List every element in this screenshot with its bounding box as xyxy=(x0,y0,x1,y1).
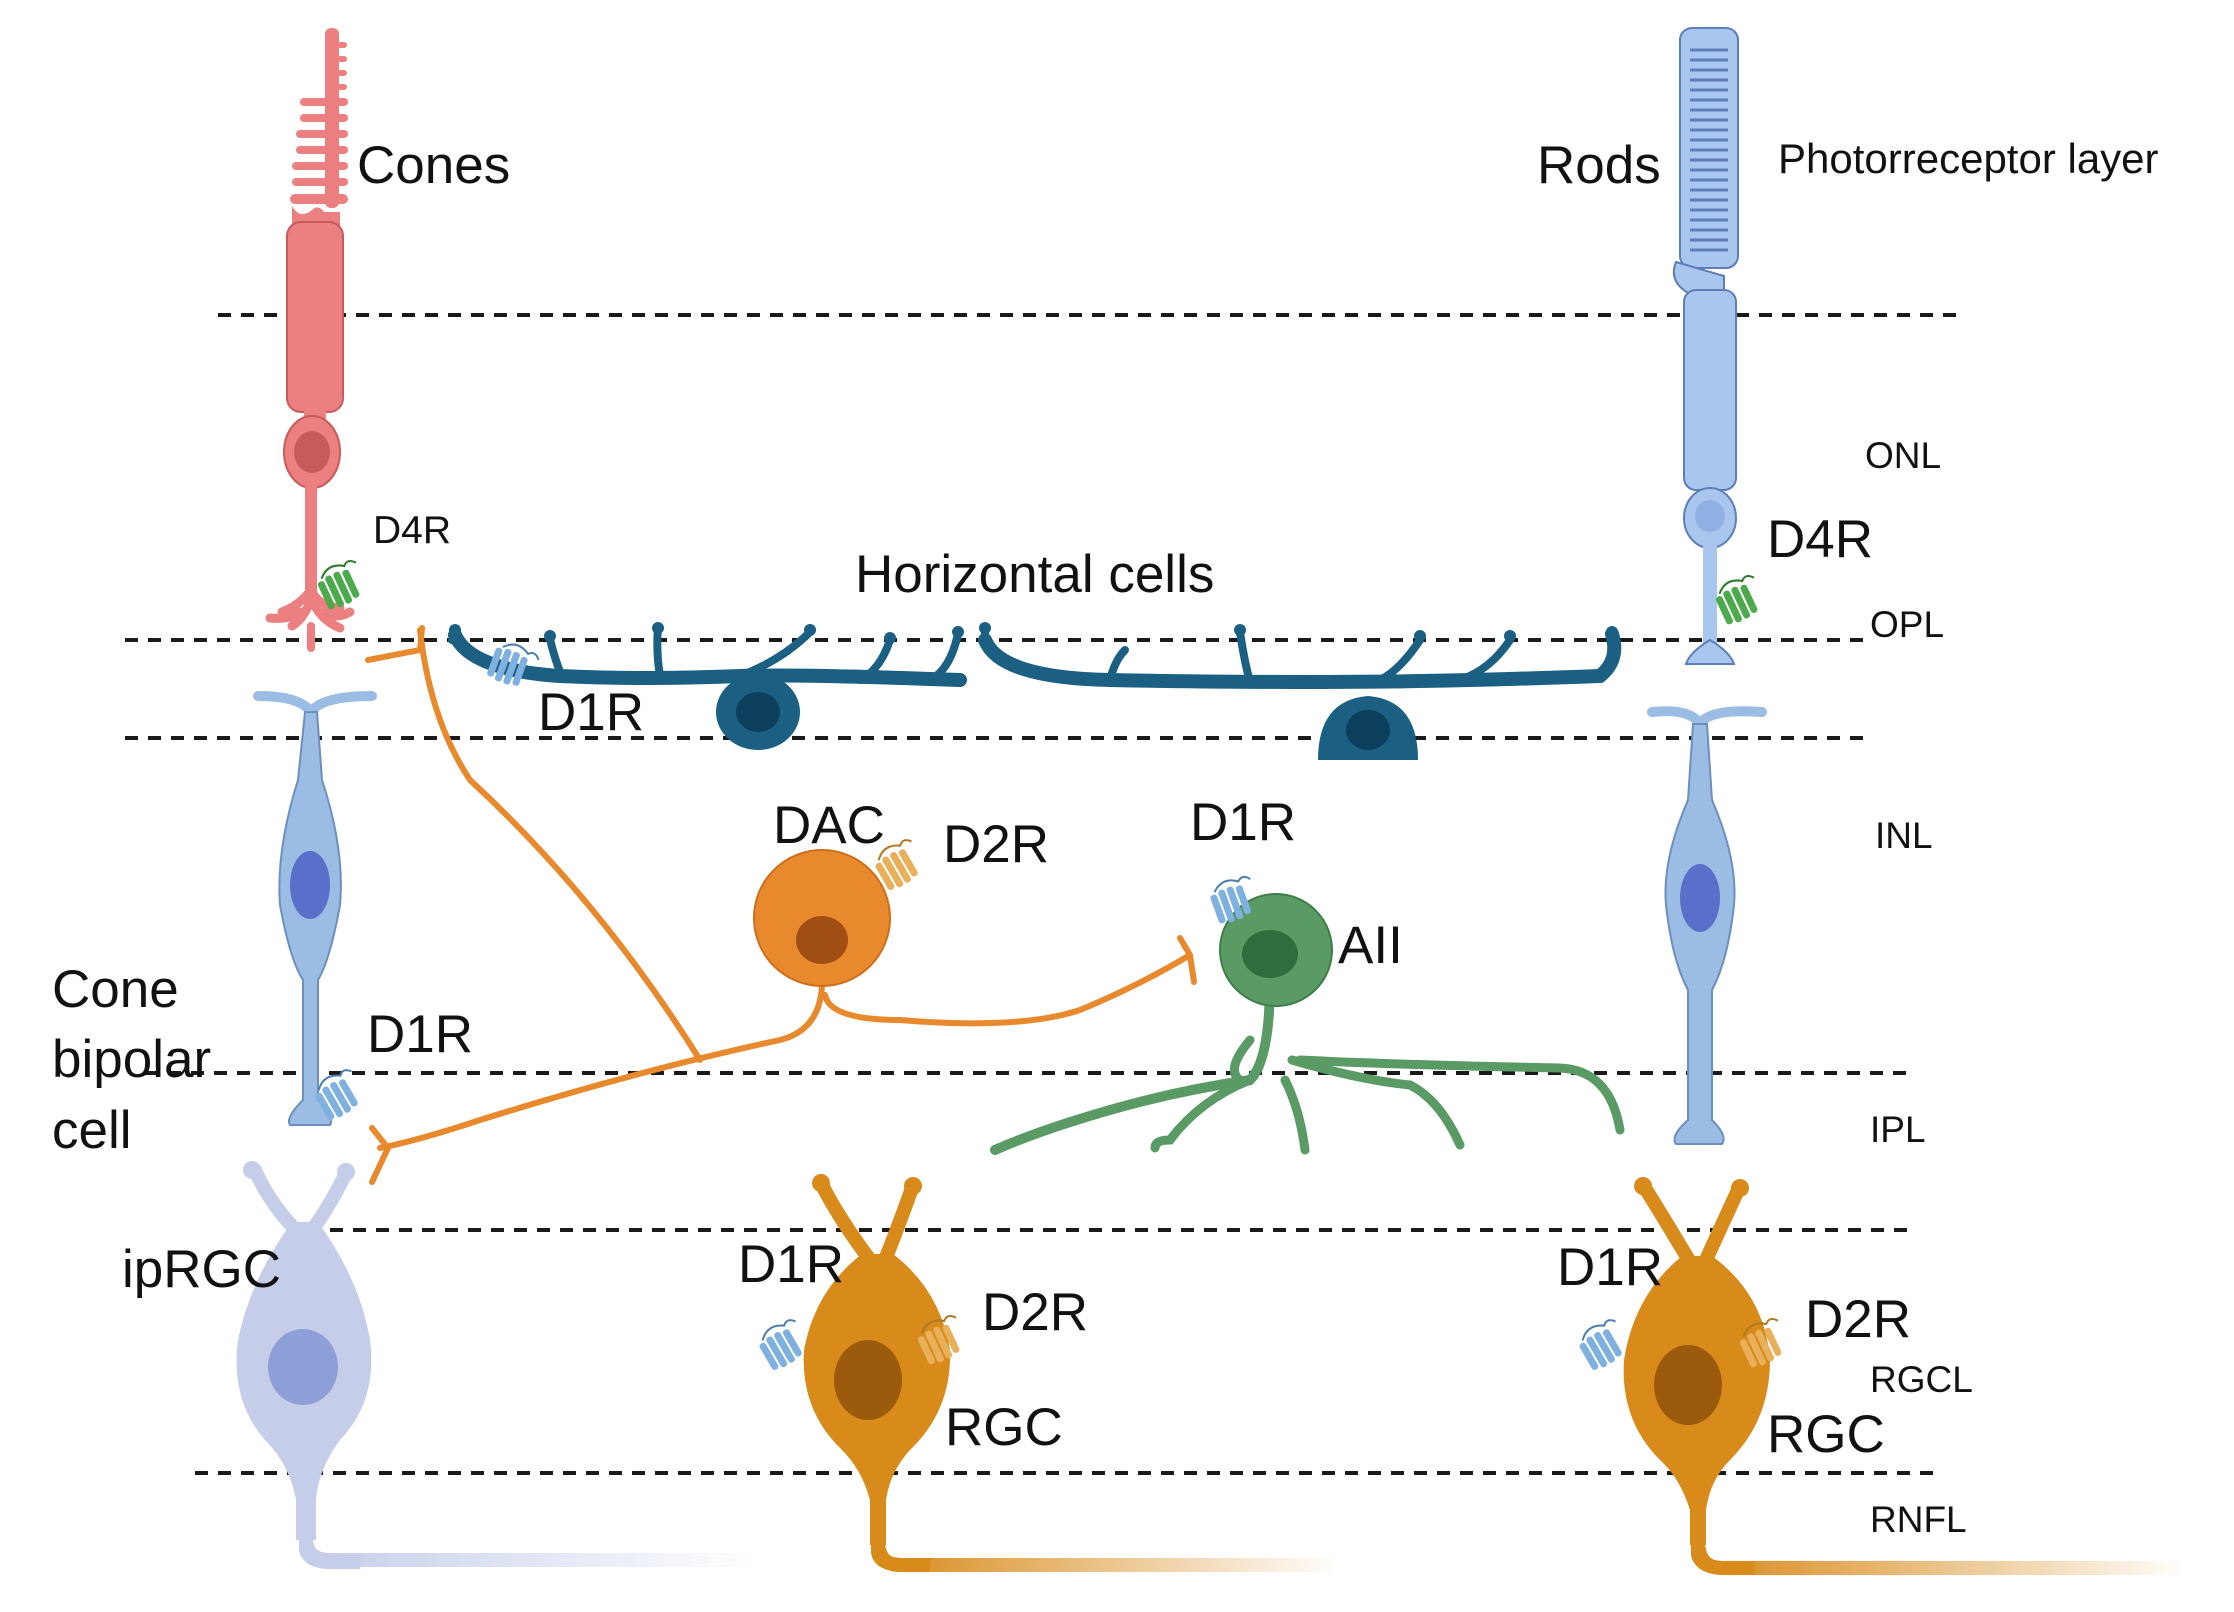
cone-cell xyxy=(265,28,355,652)
label-layer-inl: INL xyxy=(1875,815,1933,856)
label-layer-rnfl: RNFL xyxy=(1870,1499,1967,1540)
label-cone-bipolar-line2: bipolar xyxy=(52,1030,211,1089)
d1r-receptor-bipolar-icon xyxy=(315,1069,358,1121)
rgc-right-cell xyxy=(1623,1177,2197,1575)
horizontal-cell-right xyxy=(978,622,1622,760)
label-d1r-aii: D1R xyxy=(1190,793,1296,852)
label-d1r-horizontal: D1R xyxy=(538,683,644,742)
d1r-receptor-horizontal-icon xyxy=(487,643,540,686)
receptor-labels: D4R D4R D1R D2R D1R D1R D1R D2R D1R D2R xyxy=(367,509,1911,1349)
label-rods: Rods xyxy=(1537,136,1661,195)
cone-bipolar-cell xyxy=(253,691,377,1126)
label-d1r-rgc-right: D1R xyxy=(1557,1238,1663,1297)
label-d1r-bipolar: D1R xyxy=(367,1005,473,1064)
label-layer-rgcl: RGCL xyxy=(1870,1359,1973,1400)
rgc-middle-cell xyxy=(803,1174,1347,1572)
rod-cell xyxy=(1672,27,1739,665)
cell-labels: Cones Rods Photorreceptor layer Horizont… xyxy=(52,135,2159,1464)
dac-cell xyxy=(753,849,891,987)
label-layer-opl: OPL xyxy=(1870,604,1944,645)
label-photoreceptor-layer: Photorreceptor layer xyxy=(1778,135,2159,182)
label-iprgc: ipRGC xyxy=(122,1240,281,1299)
label-cone-bipolar-line3: cell xyxy=(52,1101,132,1160)
label-cone-bipolar-line1: Cone xyxy=(52,960,179,1019)
d2r-receptor-rgc-right-icon xyxy=(1739,1317,1782,1368)
label-layer-onl: ONL xyxy=(1865,435,1941,476)
d1r-receptor-aii-icon xyxy=(1210,875,1251,924)
label-d2r-rgc-middle: D2R xyxy=(982,1283,1088,1342)
d4r-receptor-rod-icon xyxy=(1715,574,1758,625)
label-dac: DAC xyxy=(773,796,885,855)
rod-bipolar-cell xyxy=(1647,706,1767,1145)
label-horizontal-cells: Horizontal cells xyxy=(855,545,1214,604)
label-d1r-rgc-middle: D1R xyxy=(738,1235,844,1294)
iprgc-cell xyxy=(236,1161,767,1569)
label-d2r-rgc-right: D2R xyxy=(1805,1290,1911,1349)
label-rgc-right: RGC xyxy=(1767,1405,1885,1464)
label-layer-ipl: IPL xyxy=(1870,1109,1926,1150)
d4r-receptor-cone-icon xyxy=(317,559,360,610)
layer-boundaries xyxy=(125,313,1960,1475)
d2r-receptor-rgc-middle-icon xyxy=(917,1314,960,1365)
label-d2r-dac: D2R xyxy=(943,815,1049,874)
label-rgc-middle: RGC xyxy=(945,1398,1063,1457)
layer-labels: ONL OPL INL IPL RGCL RNFL xyxy=(1865,435,1973,1540)
d2r-receptor-dac-icon xyxy=(875,839,918,891)
aii-amacrine-cell xyxy=(990,893,1625,1155)
label-d4r-cone: D4R xyxy=(373,509,451,552)
label-d4r-rod: D4R xyxy=(1767,510,1873,569)
label-cones: Cones xyxy=(357,136,510,195)
d1r-receptor-rgc-middle-icon xyxy=(759,1319,802,1371)
d1r-receptor-rgc-right-icon xyxy=(1579,1319,1622,1371)
dac-processes xyxy=(365,625,1197,1185)
label-aii: AII xyxy=(1338,916,1403,975)
